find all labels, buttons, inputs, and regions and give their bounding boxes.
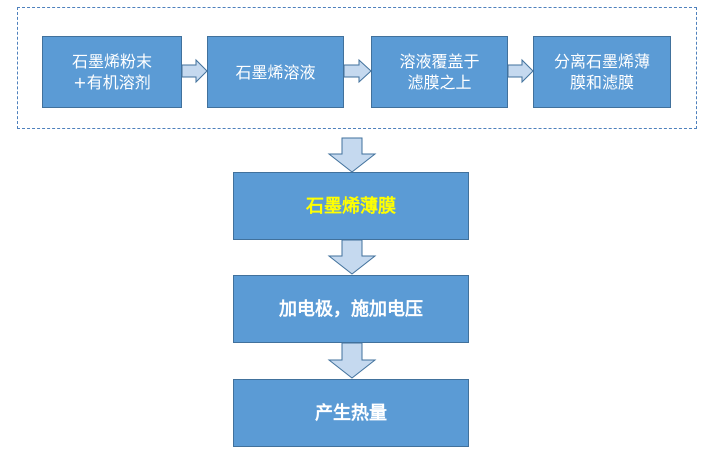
step-graphene-solution: 石墨烯溶液 bbox=[207, 36, 344, 108]
arrow-down-icon bbox=[327, 342, 377, 379]
arrow-down-icon bbox=[327, 137, 377, 173]
arrow-down-icon bbox=[327, 239, 377, 275]
generate-heat-box: 产生热量 bbox=[233, 379, 469, 447]
step-graphene-powder-solvent: 石墨烯粉末 +有机溶剂 bbox=[42, 36, 182, 108]
apply-voltage-box: 加电极，施加电压 bbox=[233, 275, 469, 343]
arrow-right-icon bbox=[343, 58, 372, 84]
step-cover-filter-membrane: 溶液覆盖于 滤膜之上 bbox=[371, 36, 508, 108]
graphene-film-box: 石墨烯薄膜 bbox=[233, 172, 469, 240]
arrow-right-icon bbox=[181, 58, 208, 84]
process-group-frame bbox=[17, 7, 697, 129]
arrow-right-icon bbox=[507, 58, 534, 84]
step-separate-film-membrane: 分离石墨烯薄 膜和滤膜 bbox=[533, 36, 671, 108]
